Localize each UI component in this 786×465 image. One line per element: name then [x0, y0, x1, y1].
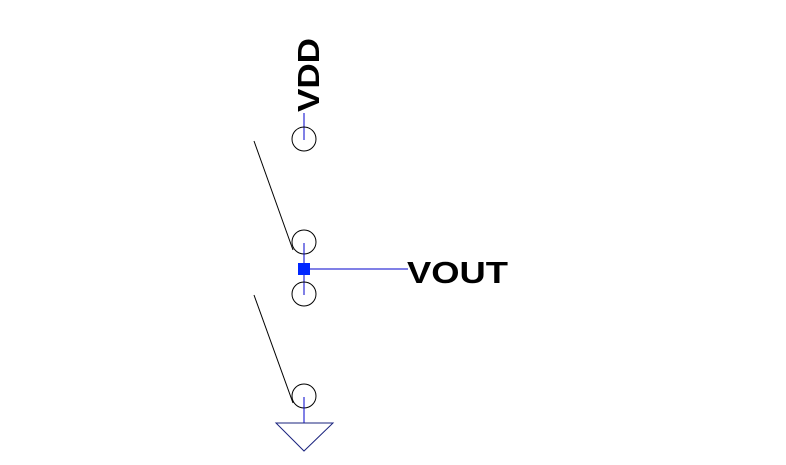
- vdd-label: VDD: [291, 38, 326, 112]
- lower-switch[interactable]: [253, 281, 317, 409]
- upper-switch-lever: [253, 140, 294, 251]
- vout-net-label[interactable]: VOUT: [407, 255, 508, 290]
- vout-junction-dot[interactable]: [298, 263, 310, 275]
- lower-switch-lever: [253, 294, 294, 404]
- vdd-net-label[interactable]: VDD: [291, 38, 326, 112]
- upper-switch[interactable]: [253, 140, 317, 255]
- vdd-terminal-circle[interactable]: [291, 126, 317, 152]
- ground-icon[interactable]: [274, 422, 335, 452]
- vout-label: VOUT: [407, 255, 508, 290]
- lower-switch-top-terminal-circle: [291, 281, 317, 307]
